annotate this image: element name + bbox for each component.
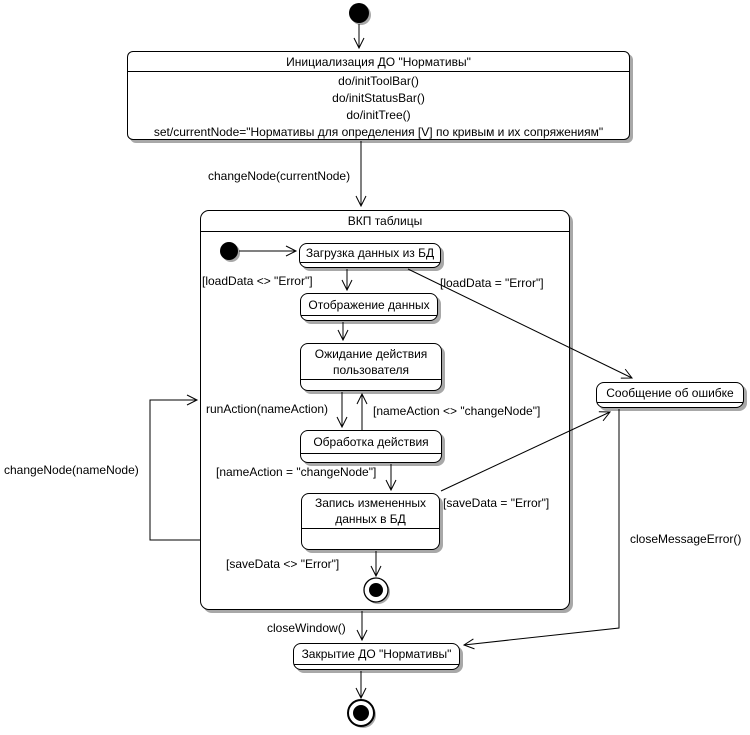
shadow xyxy=(351,5,371,25)
state-internal-compartment xyxy=(294,664,459,669)
action-line: set/currentNode="Нормативы для определен… xyxy=(153,125,604,139)
state-internal-compartment xyxy=(300,262,440,267)
state-internal-compartment xyxy=(597,402,743,407)
state-internal-compartment xyxy=(301,453,441,462)
edge-label-changeNode-currentNode: changeNode(currentNode) xyxy=(208,169,351,183)
state-title: Обработка действия xyxy=(313,435,429,449)
edge-label-nameAction-eq: [nameAction = "changeNode"] xyxy=(216,465,377,479)
action-line: do/initStatusBar() xyxy=(332,91,425,105)
state-title-line: данных в БД xyxy=(335,512,406,526)
state-internal-compartment xyxy=(302,528,439,549)
edge-label-closeMessageError: closeMessageError() xyxy=(630,532,742,546)
state-internal-compartment xyxy=(301,379,441,390)
initial-state-icon xyxy=(349,3,369,23)
state-title: Запись измененных данных в БД xyxy=(302,494,439,528)
edge-label-saveData-ok: [saveData <> "Error"] xyxy=(226,557,340,571)
state-internal-actions: do/initToolBar() do/initStatusBar() do/i… xyxy=(128,71,629,141)
edge-label-closeWindow: closeWindow() xyxy=(267,621,346,635)
state-display-data: Отображение данных xyxy=(300,293,438,321)
edge-label-loadData-error: [loadData = "Error"] xyxy=(440,276,544,290)
state-title: Загрузка данных из БД xyxy=(305,246,435,260)
action-line: do/initToolBar() xyxy=(338,74,419,88)
state-title-line: Ожидание действия xyxy=(314,346,428,361)
state-title: Сообщение об ошибке xyxy=(606,385,734,400)
state-title: Ожидание действия пользователя xyxy=(301,344,441,379)
edge-label-runAction: runAction(nameAction) xyxy=(206,402,329,416)
edge-label-changeNode-nameNode: changeNode(nameNode) xyxy=(4,463,139,477)
state-title: Отображение данных xyxy=(308,297,430,312)
state-init-do-normativy: Инициализация ДО "Нормативы" do/initTool… xyxy=(127,51,630,140)
state-title: Инициализация ДО "Нормативы" xyxy=(286,54,471,69)
state-close-do-normativy: Закрытие ДО "Нормативы" xyxy=(293,643,460,670)
state-title-line: Запись измененных xyxy=(314,496,427,510)
final-state-dot xyxy=(353,705,369,721)
state-title: Закрытие ДО "Нормативы" xyxy=(301,647,452,661)
state-process-action: Обработка действия xyxy=(300,430,442,463)
state-load-data: Загрузка данных из БД xyxy=(299,243,441,268)
state-internal-compartment xyxy=(301,315,437,320)
transition-changeNode-nameNode-loop xyxy=(149,394,200,541)
final-state-icon xyxy=(347,699,375,727)
state-region xyxy=(201,231,569,609)
shadow xyxy=(350,702,376,728)
state-save-data: Запись измененных данных в БД xyxy=(301,493,440,550)
action-line: do/initTree() xyxy=(346,108,411,122)
state-error-message: Сообщение об ошибке xyxy=(596,382,744,408)
edge-label-nameAction-ne: [nameAction <> "changeNode"] xyxy=(373,404,541,418)
state-title-line: пользователя xyxy=(333,362,409,377)
state-wait-user-action: Ожидание действия пользователя xyxy=(300,343,442,391)
edge-label-saveData-error: [saveData = "Error"] xyxy=(443,496,550,510)
state-title: ВКП таблицы xyxy=(347,214,423,228)
edge-label-loadData-ok: [loadData <> "Error"] xyxy=(202,274,313,288)
